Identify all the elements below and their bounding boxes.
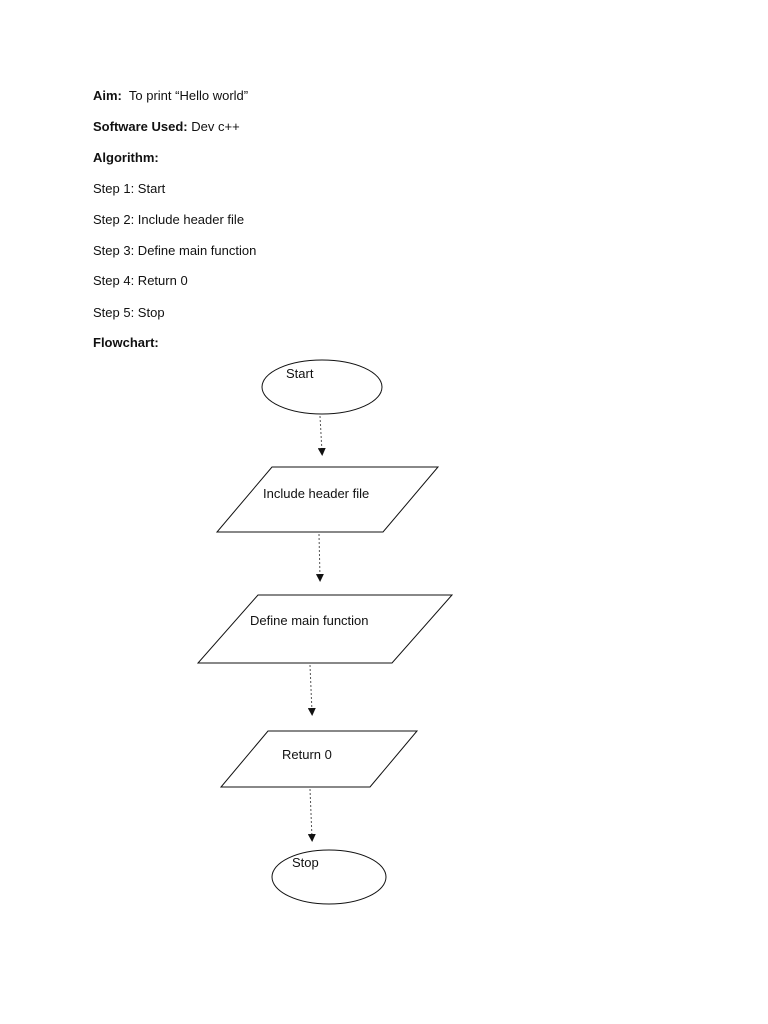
arrow-1 [317, 415, 326, 456]
flowchart-heading: Flowchart: [93, 335, 159, 350]
arrow-2 [315, 533, 324, 582]
arrow-3 [307, 664, 316, 716]
step-5: Step 5: Stop [93, 305, 165, 320]
arrow-4 [307, 788, 316, 842]
aim-label: Aim: [93, 88, 122, 103]
define-main-node [196, 594, 454, 664]
aim-line: Aim: To print “Hello world” [93, 88, 248, 103]
software-value: Dev c++ [191, 119, 240, 134]
software-label: Software Used: [93, 119, 188, 134]
include-header-node [215, 466, 440, 533]
stop-label: Stop [292, 855, 319, 870]
step-3: Step 3: Define main function [93, 243, 257, 258]
define-main-label: Define main function [250, 613, 369, 628]
step-2: Step 2: Include header file [93, 212, 245, 227]
aim-value: To print “Hello world” [128, 88, 249, 103]
step-1: Step 1: Start [93, 181, 166, 196]
software-line: Software Used: Dev c++ [93, 119, 240, 134]
start-label: Start [286, 366, 314, 381]
return-node [219, 730, 419, 788]
start-terminal [261, 359, 383, 415]
algorithm-heading: Algorithm: [93, 150, 159, 165]
include-header-label: Include header file [263, 486, 369, 501]
step-4: Step 4: Return 0 [93, 273, 188, 288]
stop-terminal [271, 849, 387, 905]
return-label: Return 0 [282, 747, 332, 762]
